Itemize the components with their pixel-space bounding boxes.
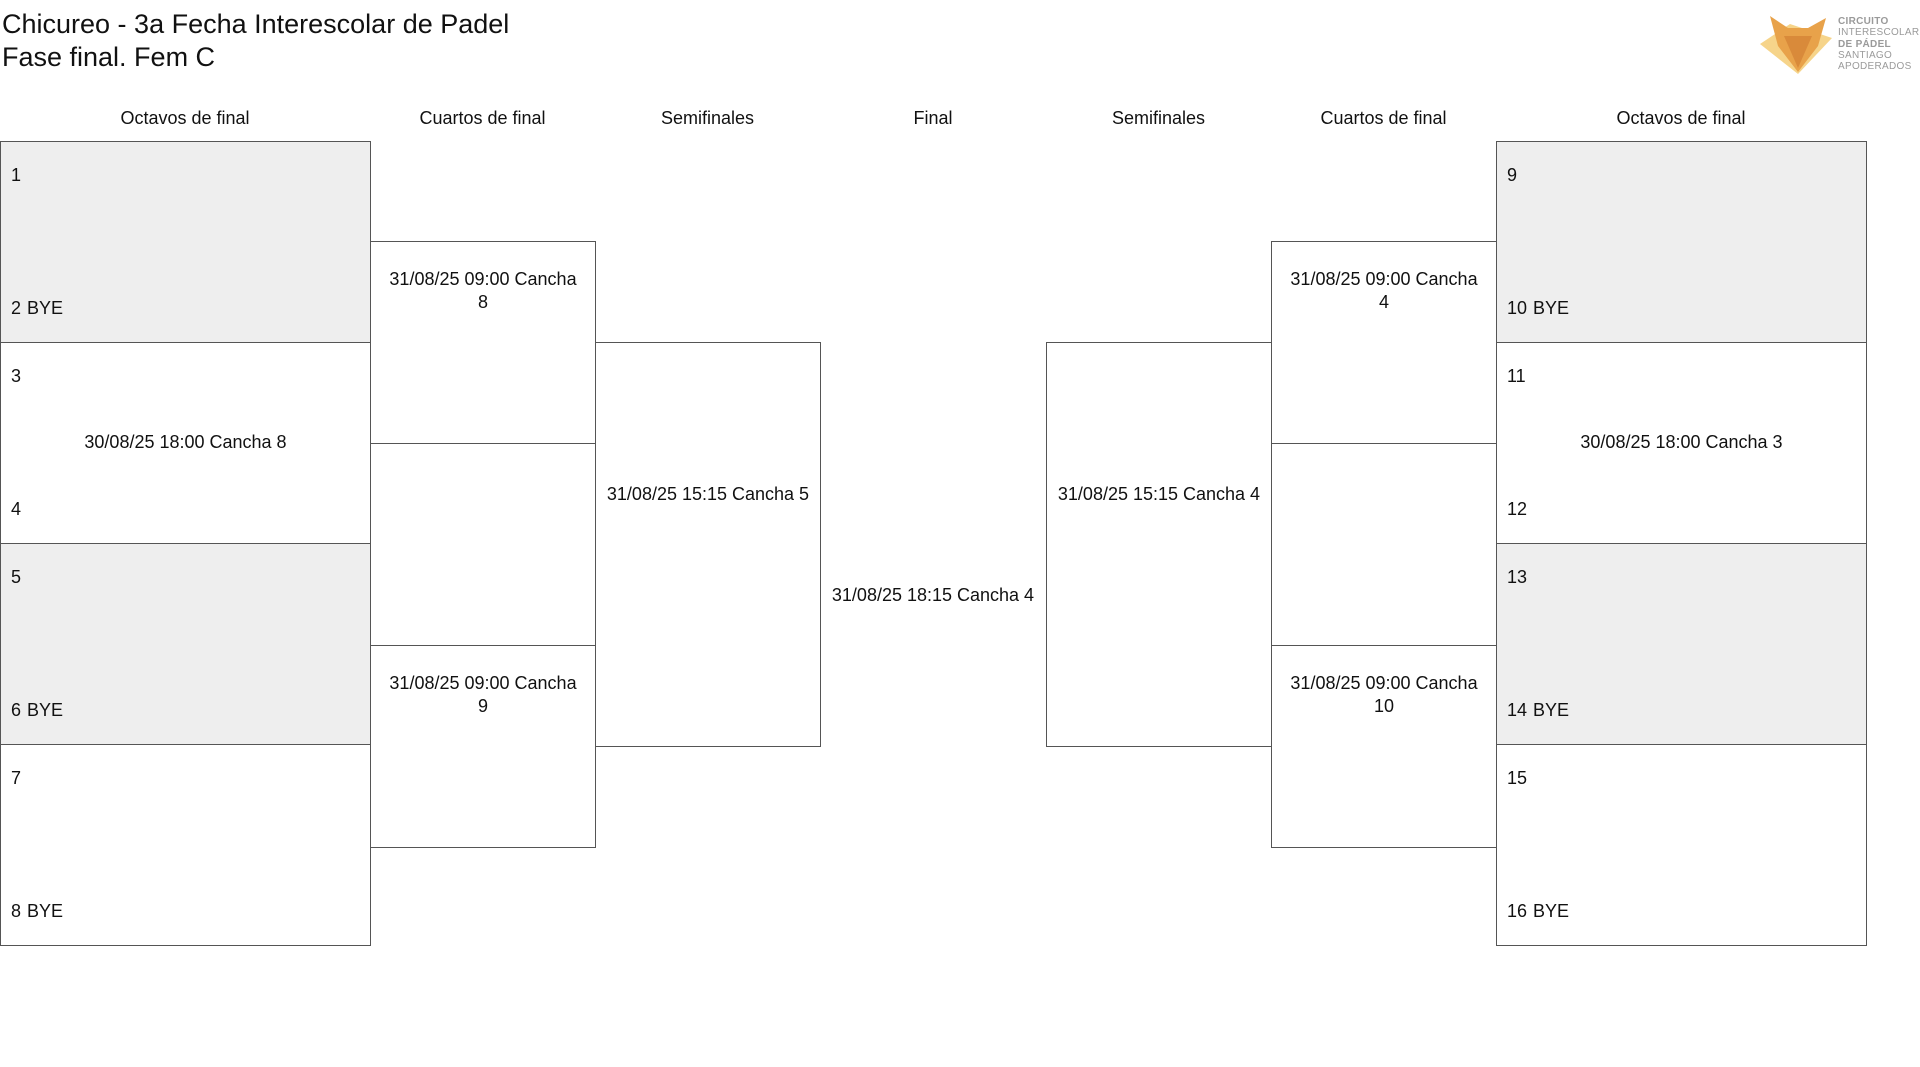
- logo-text-line-5: APODERADOS: [1838, 61, 1912, 73]
- team-slot: 13: [1507, 567, 1528, 587]
- fox-icon: [1760, 16, 1832, 74]
- header-cuartos-left: Cuartos de final: [419, 108, 546, 128]
- header-octavos-right: Octavos de final: [1616, 108, 1746, 128]
- match-schedule: 31/08/25 15:15 Cancha 5: [606, 484, 810, 504]
- title-line-2: Fase final. Fem C: [2, 42, 216, 72]
- team-slot: 3: [11, 366, 22, 386]
- team-slot: 7: [11, 768, 22, 788]
- logo-text-line-2: INTERESCOLAR: [1838, 27, 1920, 39]
- team-slot: 15: [1507, 768, 1528, 788]
- header-semis-left: Semifinales: [660, 108, 755, 128]
- match-final-schedule: 31/08/25 18:15 Cancha 4: [831, 585, 1035, 605]
- match-octavos-6[interactable]: 11 30/08/25 18:00 Cancha 3 12: [1496, 342, 1867, 544]
- page-title: Chicureo - 3a Fecha Interescolar de Pade…: [2, 8, 509, 74]
- match-semis-1[interactable]: 31/08/25 15:15 Cancha 5: [595, 342, 821, 747]
- match-octavos-2[interactable]: 3 30/08/25 18:00 Cancha 8 4: [0, 342, 371, 544]
- header-cuartos-right: Cuartos de final: [1320, 108, 1447, 128]
- logo-text-line-4: SANTIAGO: [1838, 49, 1893, 61]
- team-slot: 4: [11, 499, 22, 519]
- header-semis-right: Semifinales: [1111, 108, 1206, 128]
- match-schedule: 30/08/25 18:00 Cancha 8: [84, 432, 287, 452]
- match-schedule: 30/08/25 18:00 Cancha 3: [1580, 432, 1783, 452]
- header-octavos-left: Octavos de final: [120, 108, 250, 128]
- logo-text-line-1: CIRCUITO: [1838, 16, 1889, 27]
- header-final: Final: [913, 108, 953, 128]
- title-line-1: Chicureo - 3a Fecha Interescolar de Pade…: [2, 9, 510, 39]
- team-slot: 12: [1507, 499, 1528, 519]
- team-slot: 11: [1507, 366, 1526, 386]
- circuit-logo: CIRCUITO INTERESCOLAR DE PÁDEL SANTIAGO …: [1760, 14, 1920, 76]
- team-slot: 5: [11, 567, 22, 587]
- match-semis-2[interactable]: 31/08/25 15:15 Cancha 4: [1046, 342, 1272, 747]
- logo-text-line-3: DE PÁDEL: [1838, 38, 1891, 50]
- team-slot: 9: [1507, 165, 1518, 185]
- team-slot: 1: [11, 165, 22, 185]
- match-schedule: 31/08/25 15:15 Cancha 4: [1057, 484, 1261, 504]
